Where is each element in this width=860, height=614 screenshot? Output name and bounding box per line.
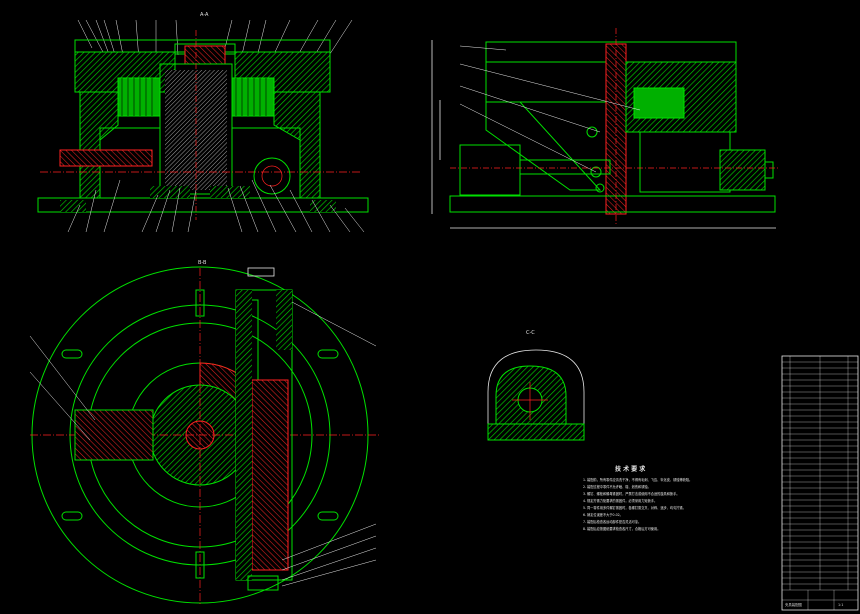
side-gear-teeth <box>633 87 685 119</box>
side-view <box>431 28 780 229</box>
notes-line: 4. 规定拧紧力矩要求的紧固件，必须采用力矩扳手。 <box>583 498 657 503</box>
detail-view: C-C <box>487 330 585 441</box>
front-section-view: A-A <box>37 12 369 233</box>
front-bottom-callouts <box>67 179 365 233</box>
plan-left-sleeve <box>74 409 154 461</box>
front-right-boss <box>253 157 291 195</box>
notes-line: 3. 螺钉、螺栓和螺母紧固时，严禁打击或使用不合适的旋具和扳手。 <box>583 491 680 496</box>
front-body-right <box>273 91 321 199</box>
right-gear-teeth <box>231 77 275 117</box>
plan-callouts <box>29 301 377 587</box>
notes-line: 7. 装配后检查各运动部件是否灵活可靠。 <box>583 519 641 524</box>
front-base-plate <box>37 197 369 213</box>
detail-outline <box>487 349 585 441</box>
plan-view-label: B-B <box>198 260 207 266</box>
side-base-plate <box>449 195 776 213</box>
plan-view: B-B <box>29 260 380 604</box>
technical-notes: 技 术 要 求 1. 装配前，所有零件应清洗干净，不得有毛刺、飞边、氧化皮、锈蚀… <box>583 465 692 531</box>
notes-title: 技 术 要 求 <box>615 465 646 473</box>
notes-line: 5. 同一零件用多件螺钉紧固时，各螺钉需交叉、对称、逐步、均匀拧紧。 <box>583 505 686 510</box>
side-support-rib <box>485 101 602 191</box>
notes-line: 2. 装配过程中零件不允许磕、碰、划伤和锈蚀。 <box>583 484 651 489</box>
title-block-scale: 1:1 <box>838 603 843 607</box>
side-callouts <box>459 45 641 173</box>
notes-line: 8. 装配后应按图纸要求检查各尺寸，合格后方可使用。 <box>583 526 660 531</box>
front-view-label: A-A <box>200 12 209 18</box>
title-block-caption: 夹具装配图 <box>785 602 803 607</box>
parts-list-table: 夹具装配图 1:1 <box>781 355 859 611</box>
front-body-left <box>79 91 119 199</box>
notes-line: 6. 销定位误差不大于0.02。 <box>583 512 623 517</box>
notes-line: 1. 装配前，所有零件应清洗干净，不得有毛刺、飞边、氧化皮、锈蚀等缺陷。 <box>583 477 692 482</box>
detail-view-label: C-C <box>526 330 535 336</box>
front-left-shaft <box>59 149 153 167</box>
left-gear-teeth <box>117 77 161 117</box>
